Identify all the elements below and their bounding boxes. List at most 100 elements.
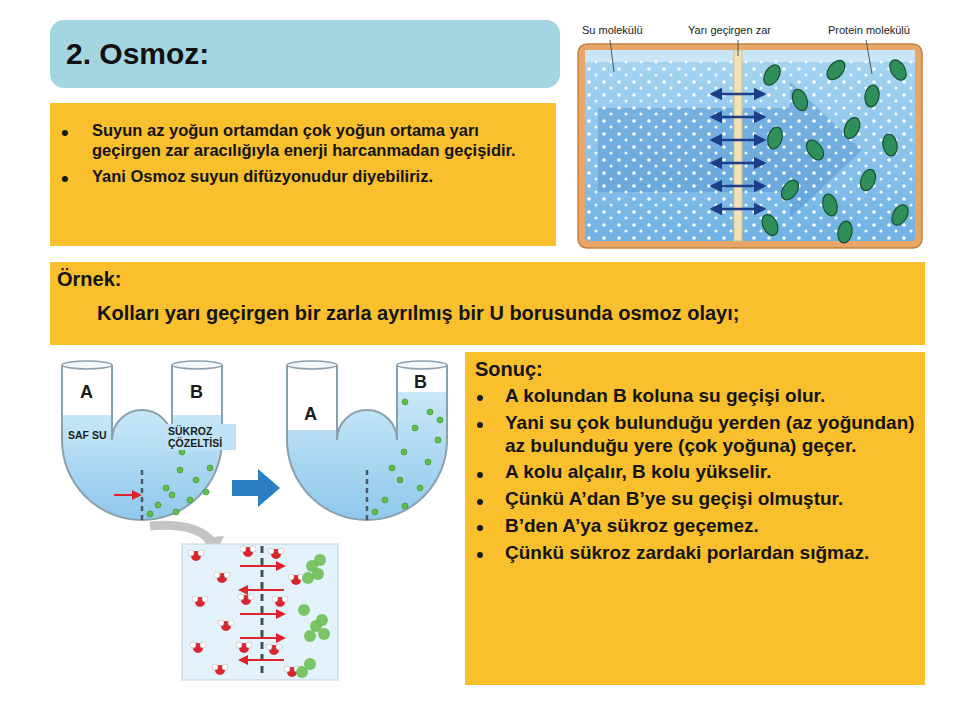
text-row: Örnek:: [57, 267, 915, 291]
water-molecules: [585, 58, 915, 241]
hydrogen-atom: [224, 572, 230, 578]
figure-part: [712, 116, 764, 119]
sucrose-molecule: [163, 485, 169, 491]
hydrogen-atom: [228, 620, 234, 626]
bullet-dot: [477, 552, 483, 558]
protein-molecule: [765, 126, 784, 151]
protein-molecule: [841, 115, 863, 141]
water-molecule: [238, 594, 254, 605]
sucrose-molecule: [435, 437, 441, 443]
text-row: Suyun az yoğun ortamdan çok yoğun ortama…: [60, 121, 544, 161]
figure-part: [240, 613, 284, 615]
sucrose-molecule: [412, 425, 418, 431]
water-molecule: [288, 574, 304, 585]
hydrogen-atom: [288, 574, 294, 580]
hydrogen-atom: [198, 550, 204, 556]
picture-ground: [570, 18, 925, 250]
bullet-text: Çünkü A’dan B’ye su geçişi olmuştur.: [505, 488, 843, 511]
protein-molecule: [760, 62, 783, 88]
water-molecule: [190, 642, 206, 653]
semipermeable-membrane: [734, 50, 742, 241]
figure-part: [240, 565, 284, 567]
container-wall: [578, 44, 922, 248]
slide-title: 2. Osmoz:: [50, 37, 209, 71]
sucrose-molecule: [173, 509, 179, 515]
zoom-arrow: [150, 525, 212, 542]
part-label: Su molekülü: [582, 24, 643, 37]
hydrogen-atom: [200, 642, 206, 648]
sucrose-molecule: [425, 459, 431, 465]
leader-lines: [610, 40, 872, 74]
protein-molecule: [863, 84, 881, 108]
water-molecule: [214, 572, 230, 583]
bullet-dot: [477, 395, 483, 401]
sucrose-molecule: [401, 449, 407, 455]
hydrogen-atom: [188, 550, 194, 556]
figure-part: [738, 40, 739, 56]
water-molecule: [236, 642, 252, 653]
protein-molecule: [803, 137, 827, 163]
arm-label: B: [414, 372, 427, 393]
text-row: A kolu alçalır, B kolu yükselir.: [475, 461, 915, 484]
figure-part: [240, 589, 284, 591]
membrane: [141, 470, 144, 520]
sucrose-molecule: [304, 630, 316, 642]
hydrogen-atom: [282, 596, 288, 602]
water-molecule: [188, 550, 204, 561]
tube-rim: [172, 361, 222, 369]
sucrose-molecule: [437, 417, 443, 423]
sucrose-molecule: [397, 477, 403, 483]
figure-part: [610, 40, 614, 72]
figure-part: [240, 637, 284, 639]
solution-label: SÜKROZ ÇÖZELTİSİ: [166, 424, 236, 450]
membrane: [366, 470, 369, 520]
protein-molecule: [759, 212, 781, 238]
text-box: Suyun az yoğun ortamdan çok yoğun ortama…: [50, 103, 556, 246]
sucrose-molecule: [427, 409, 433, 415]
figure-part: [866, 40, 872, 74]
text-row: Çünkü A’dan B’ye su geçişi olmuştur.: [475, 488, 915, 511]
sucrose-water: [287, 392, 447, 520]
hydrogen-atom: [222, 664, 228, 670]
sucrose-molecule: [147, 511, 153, 517]
sucrose-molecule: [402, 503, 408, 509]
text-row: Sonuç:: [475, 357, 915, 381]
water-molecule: [272, 596, 288, 607]
example-band: Örnek: Kolları yarı geçirgen bir zarla ay…: [50, 262, 925, 345]
protein-molecule: [824, 57, 849, 83]
u-tube: [337, 365, 397, 440]
protein-molecule: [790, 87, 811, 112]
u-tube: [112, 365, 172, 440]
sucrose-molecule: [314, 554, 326, 566]
hydrogen-atom: [218, 620, 224, 626]
figure-part: [712, 93, 764, 96]
water-molecule: [268, 548, 284, 559]
bullet-dot: [477, 422, 483, 428]
arm-label: A: [80, 382, 93, 403]
sucrose-molecules: [372, 399, 443, 515]
water-molecule: [192, 596, 208, 607]
box-heading: Örnek:: [57, 267, 121, 291]
sucrose-molecule: [296, 666, 308, 678]
sucrose-molecule: [316, 614, 328, 626]
sucrose-molecule: [207, 465, 213, 471]
figure-part: [240, 659, 284, 661]
sucrose-molecule: [389, 465, 395, 471]
water-flow-arrows: [240, 566, 284, 660]
text-row: Kolları yarı geçirgen bir zarla ayrılmış…: [97, 301, 915, 325]
part-label: Yarı geçirgen zar: [688, 24, 771, 37]
text-row: Yani Osmoz suyun difüzyonudur diyebiliri…: [60, 167, 544, 187]
sucrose-molecule: [372, 509, 378, 515]
figure-part: [712, 185, 764, 188]
protein-molecule: [886, 57, 909, 83]
hydrogen-atom: [284, 666, 290, 672]
hydrogen-atom: [250, 546, 256, 552]
sucrose-molecule: [203, 489, 209, 495]
hydrogen-atom: [202, 596, 208, 602]
hydrogen-atom: [276, 644, 282, 650]
molecule-view: [188, 546, 330, 678]
tube-rim: [62, 361, 112, 369]
bullet-dot: [477, 472, 483, 478]
water: [585, 50, 915, 241]
